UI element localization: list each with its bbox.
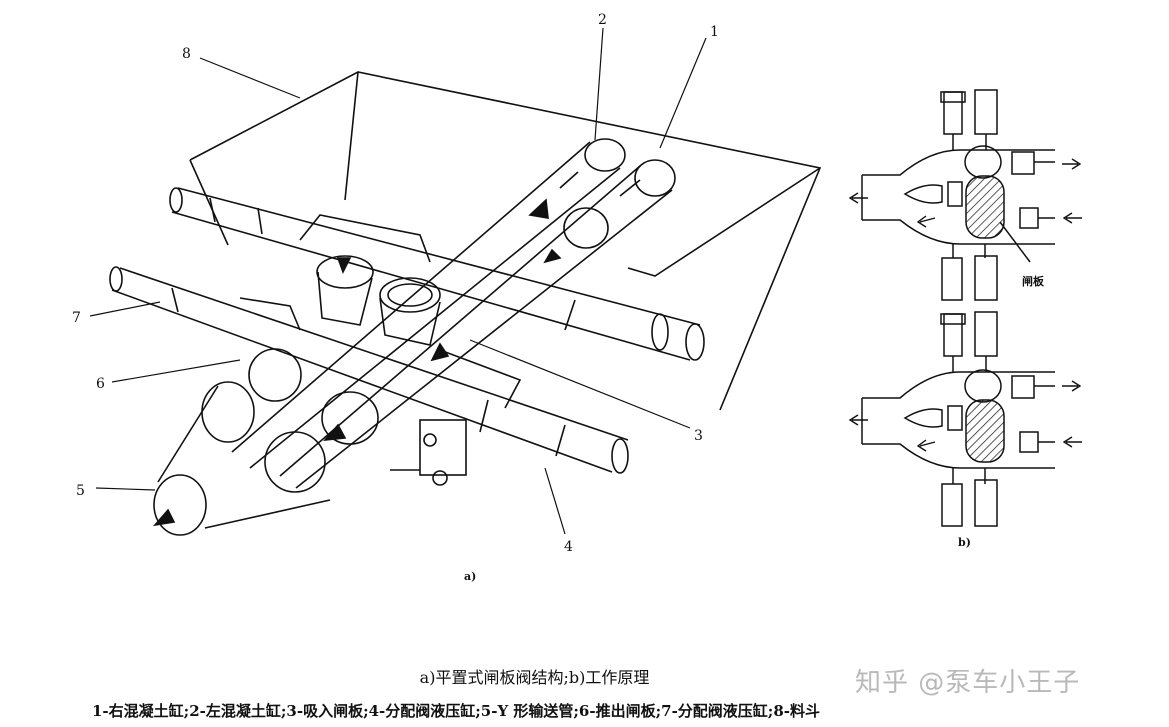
- callout-8: 8: [182, 46, 191, 62]
- callout-3: 3: [694, 428, 703, 444]
- part-legend: 1-右混凝土缸;2-左混凝土缸;3-吸入闸板;4-分配阀液压缸;5-Y 形输送管…: [92, 702, 820, 720]
- figure-b-bottom-schematic: [861, 311, 1055, 527]
- callout-6: 6: [96, 376, 105, 392]
- leader-lines: [89, 27, 707, 535]
- figure-b-top-schematic: [861, 89, 1055, 301]
- callout-1: 1: [710, 24, 719, 40]
- figure-caption: a)平置式闸板阀结构;b)工作原理: [0, 664, 1169, 688]
- hopper: [189, 71, 822, 411]
- callout-7: 7: [72, 310, 81, 326]
- callout-5: 5: [76, 483, 85, 499]
- valve-body: [239, 214, 522, 409]
- figure-a-drawing: [89, 27, 822, 536]
- callout-4: 4: [564, 539, 573, 555]
- flow-arrows: [152, 198, 562, 527]
- subfigure-a-label: a): [464, 570, 476, 583]
- mounting-bracket: [390, 419, 467, 486]
- subfigure-b-label: b): [958, 536, 971, 549]
- upper-distribution-cylinder: [169, 187, 705, 361]
- concrete-cylinder-tubes: [231, 138, 676, 489]
- lower-distribution-cylinder: [109, 266, 629, 474]
- callout-2: 2: [598, 12, 607, 28]
- figure-caption-text: a)平置式闸板阀结构;b)工作原理: [419, 668, 650, 687]
- y-delivery-pipe: [153, 348, 379, 536]
- figure-b-flow-arrows: [848, 158, 1082, 452]
- zhihu-watermark: 知乎 @泵车小王子: [855, 668, 1081, 698]
- valve-plate-label: 闸板: [1022, 274, 1045, 288]
